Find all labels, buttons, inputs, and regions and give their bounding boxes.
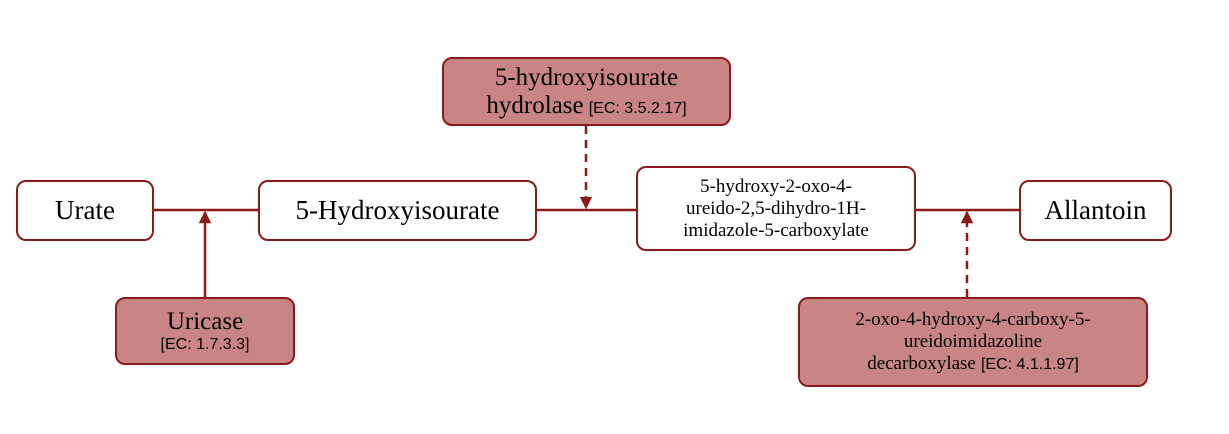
label-uricase: Uricase [166, 308, 244, 335]
label-hiu-hydrolase-line2: hydrolase [486, 91, 584, 119]
node-allantoin: Allantoin [1019, 180, 1172, 241]
label-ohcu-decarboxylase-line2: ureidoimidazoline [903, 331, 1043, 352]
label-ohcu-decarboxylase-ec: [EC: 4.1.1.97] [980, 356, 1079, 373]
node-ohcu-decarboxylase: 2-oxo-4-hydroxy-4-carboxy-5- ureidoimida… [798, 297, 1148, 387]
label-ohcu-line1: 5-hydroxy-2-oxo-4- [700, 175, 852, 197]
label-ohcu-decarboxylase-line1: 2-oxo-4-hydroxy-4-carboxy-5- [855, 309, 1091, 330]
label-hiu-hydrolase-line1: 5-hydroxyisourate [494, 63, 679, 91]
label-5-hydroxyisourate: 5-Hydroxyisourate [295, 195, 500, 225]
node-uricase: Uricase [EC: 1.7.3.3] [115, 297, 295, 365]
label-ohcu-line2: ureido-2,5-dihydro-1H- [686, 197, 866, 219]
label-allantoin: Allantoin [1044, 195, 1147, 225]
label-ohcu-decarboxylase-line3: decarboxylase [867, 353, 976, 374]
node-hiu-hydrolase: 5-hydroxyisourate hydrolase [EC: 3.5.2.1… [442, 57, 731, 126]
label-hiu-hydrolase-ec: [EC: 3.5.2.17] [588, 99, 687, 117]
label-ohcu-line3: imidazole-5-carboxylate [683, 219, 869, 241]
node-urate: Urate [16, 180, 154, 241]
node-ohcu: 5-hydroxy-2-oxo-4- ureido-2,5-dihydro-1H… [636, 166, 916, 251]
node-5-hydroxyisourate: 5-Hydroxyisourate [258, 180, 537, 241]
label-uricase-ec: [EC: 1.7.3.3] [160, 336, 250, 353]
label-urate: Urate [55, 195, 115, 225]
